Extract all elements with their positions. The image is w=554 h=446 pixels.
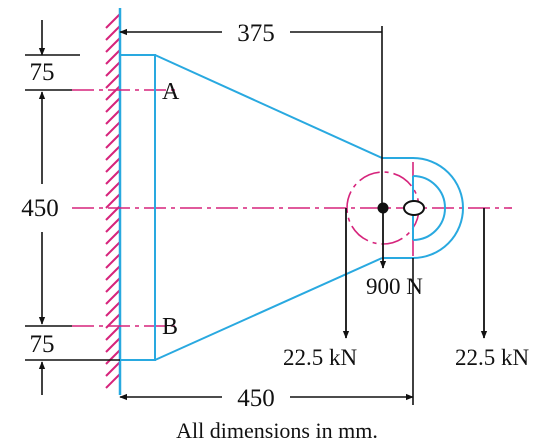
wall-hatching (105, 13, 121, 389)
dimension-lines (25, 20, 414, 405)
force-arrows (342, 208, 488, 339)
dim-bottom-offset: 75 (30, 331, 55, 358)
dim-plate-height: 450 (21, 195, 59, 222)
right-force-label: 22.5 kN (455, 345, 530, 370)
point-b-label: B (162, 314, 178, 340)
dim-top-offset: 75 (30, 59, 55, 86)
left-force-label: 22.5 kN (283, 345, 358, 370)
point-a-label: A (162, 79, 180, 105)
dim-bottom-width: 450 (237, 385, 275, 412)
pin-hole (403, 200, 425, 216)
dim-top-width: 375 (237, 20, 275, 47)
caption: All dimensions in mm. (176, 418, 378, 443)
weight-label: 900 N (366, 274, 423, 299)
